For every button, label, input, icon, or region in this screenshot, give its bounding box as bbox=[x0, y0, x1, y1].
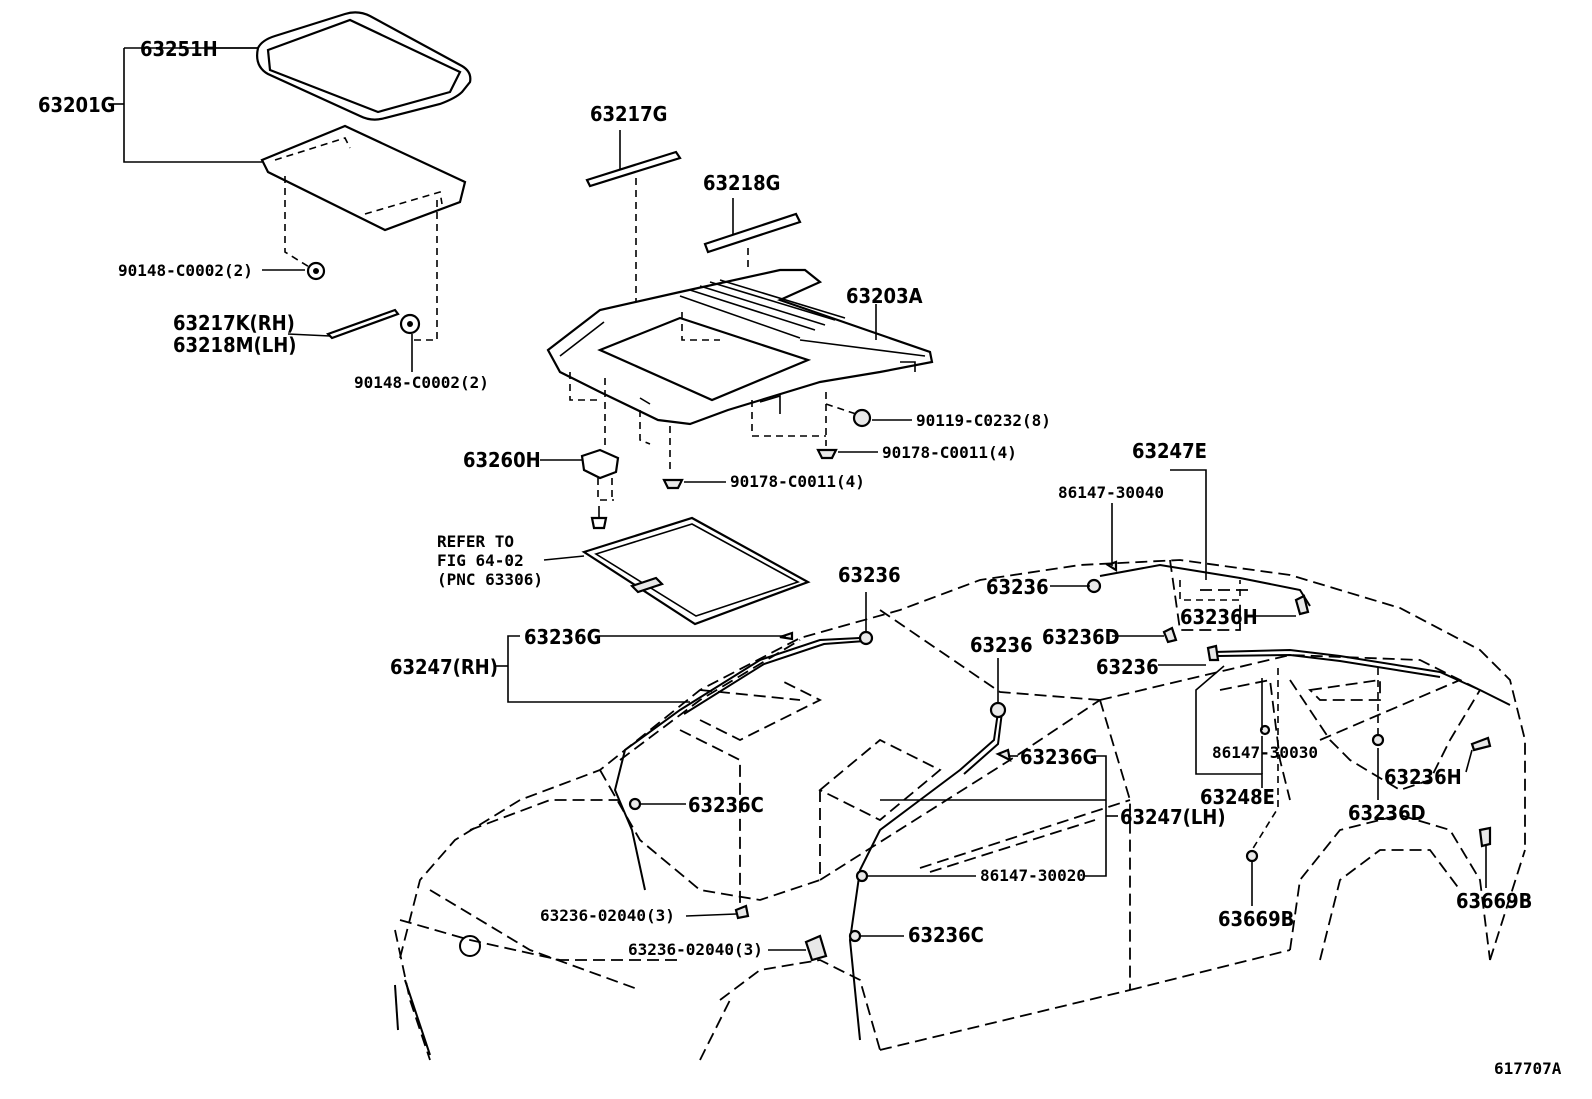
part-labels: 63251H 63201G 63217G 63218G 63203A 90148… bbox=[38, 37, 1562, 1078]
label-90119: 90119-C0232(8) bbox=[916, 411, 1051, 430]
label-63217K: 63217K(RH) bbox=[173, 311, 295, 335]
label-63236C-lower: 63236C bbox=[908, 923, 984, 947]
label-63236C-upper: 63236C bbox=[688, 793, 764, 817]
label-90148-top: 90148-C0002(2) bbox=[118, 261, 253, 280]
sunroof-glass-weatherstrip bbox=[256, 11, 472, 121]
label-86147-30040: 86147-30040 bbox=[1058, 483, 1164, 502]
drain-bracket-63260H bbox=[540, 448, 620, 530]
label-63236H-rear: 63236H bbox=[1384, 765, 1462, 789]
label-refer-2: FIG 64-02 bbox=[437, 551, 524, 570]
strip-63218G bbox=[703, 198, 802, 272]
label-63236G-lower: 63236G bbox=[1020, 745, 1097, 769]
label-63218M: 63218M(LH) bbox=[173, 333, 296, 357]
clip-90178-right bbox=[816, 448, 878, 460]
label-63218G: 63218G bbox=[703, 171, 780, 195]
label-90148-lower: 90148-C0002(2) bbox=[354, 373, 489, 392]
label-63236-roof-rh: 63236 bbox=[838, 563, 901, 587]
label-63236D-top: 63236D bbox=[1042, 625, 1120, 649]
label-90178-right: 90178-C0011(4) bbox=[882, 443, 1017, 462]
label-86147-30020: 86147-30020 bbox=[980, 866, 1086, 885]
label-63236-02040-lower: 63236-02040(3) bbox=[628, 940, 763, 959]
clip-90119 bbox=[852, 408, 912, 428]
label-63236H-top: 63236H bbox=[1180, 605, 1258, 629]
screw-90148-lower bbox=[399, 313, 421, 372]
sunshade-assembly bbox=[543, 516, 811, 626]
label-63236-02040-upper: 63236-02040(3) bbox=[540, 906, 675, 925]
label-63247LH: 63247(LH) bbox=[1120, 805, 1226, 829]
label-63236D-rear: 63236D bbox=[1348, 801, 1426, 825]
label-63669B-left: 63669B bbox=[1218, 907, 1294, 931]
roof-rail-drain-63247E bbox=[1099, 563, 1511, 706]
sunroof-housing-frame bbox=[546, 268, 934, 474]
label-63236-roof-top: 63236 bbox=[986, 575, 1049, 599]
car-body-outline bbox=[394, 559, 1526, 1061]
label-63669B-right: 63669B bbox=[1456, 889, 1532, 913]
label-90178-left: 90178-C0011(4) bbox=[730, 472, 865, 491]
screw-90148-top bbox=[262, 261, 326, 281]
leader-lines bbox=[496, 469, 1487, 951]
label-63251H: 63251H bbox=[140, 37, 218, 61]
label-refer-3: (PNC 63306) bbox=[437, 570, 543, 589]
label-63201G: 63201G bbox=[38, 93, 115, 117]
label-63247E: 63247E bbox=[1132, 439, 1207, 463]
component-markers bbox=[628, 560, 1492, 962]
sunroof-side-strip bbox=[287, 308, 400, 340]
strip-63217G bbox=[585, 130, 682, 312]
label-63247RH: 63247(RH) bbox=[390, 655, 498, 679]
label-refer-1: REFER TO bbox=[437, 532, 514, 551]
label-63217G: 63217G bbox=[590, 102, 667, 126]
label-63236-lh: 63236 bbox=[970, 633, 1033, 657]
label-86147-30030: 86147-30030 bbox=[1212, 743, 1318, 762]
label-63203A: 63203A bbox=[846, 284, 923, 308]
drain-hose-rh bbox=[613, 637, 866, 891]
label-63236-rear: 63236 bbox=[1096, 655, 1159, 679]
drain-hose-lh bbox=[848, 711, 1003, 1041]
car-headlight bbox=[394, 935, 481, 1056]
label-63248E: 63248E bbox=[1200, 785, 1275, 809]
clip-90178-left bbox=[662, 478, 726, 490]
figure-number: 617707A bbox=[1494, 1059, 1562, 1078]
sunroof-glass-panel bbox=[260, 124, 467, 232]
label-63236G-top: 63236G bbox=[524, 625, 601, 649]
label-63260H: 63260H bbox=[463, 448, 541, 472]
